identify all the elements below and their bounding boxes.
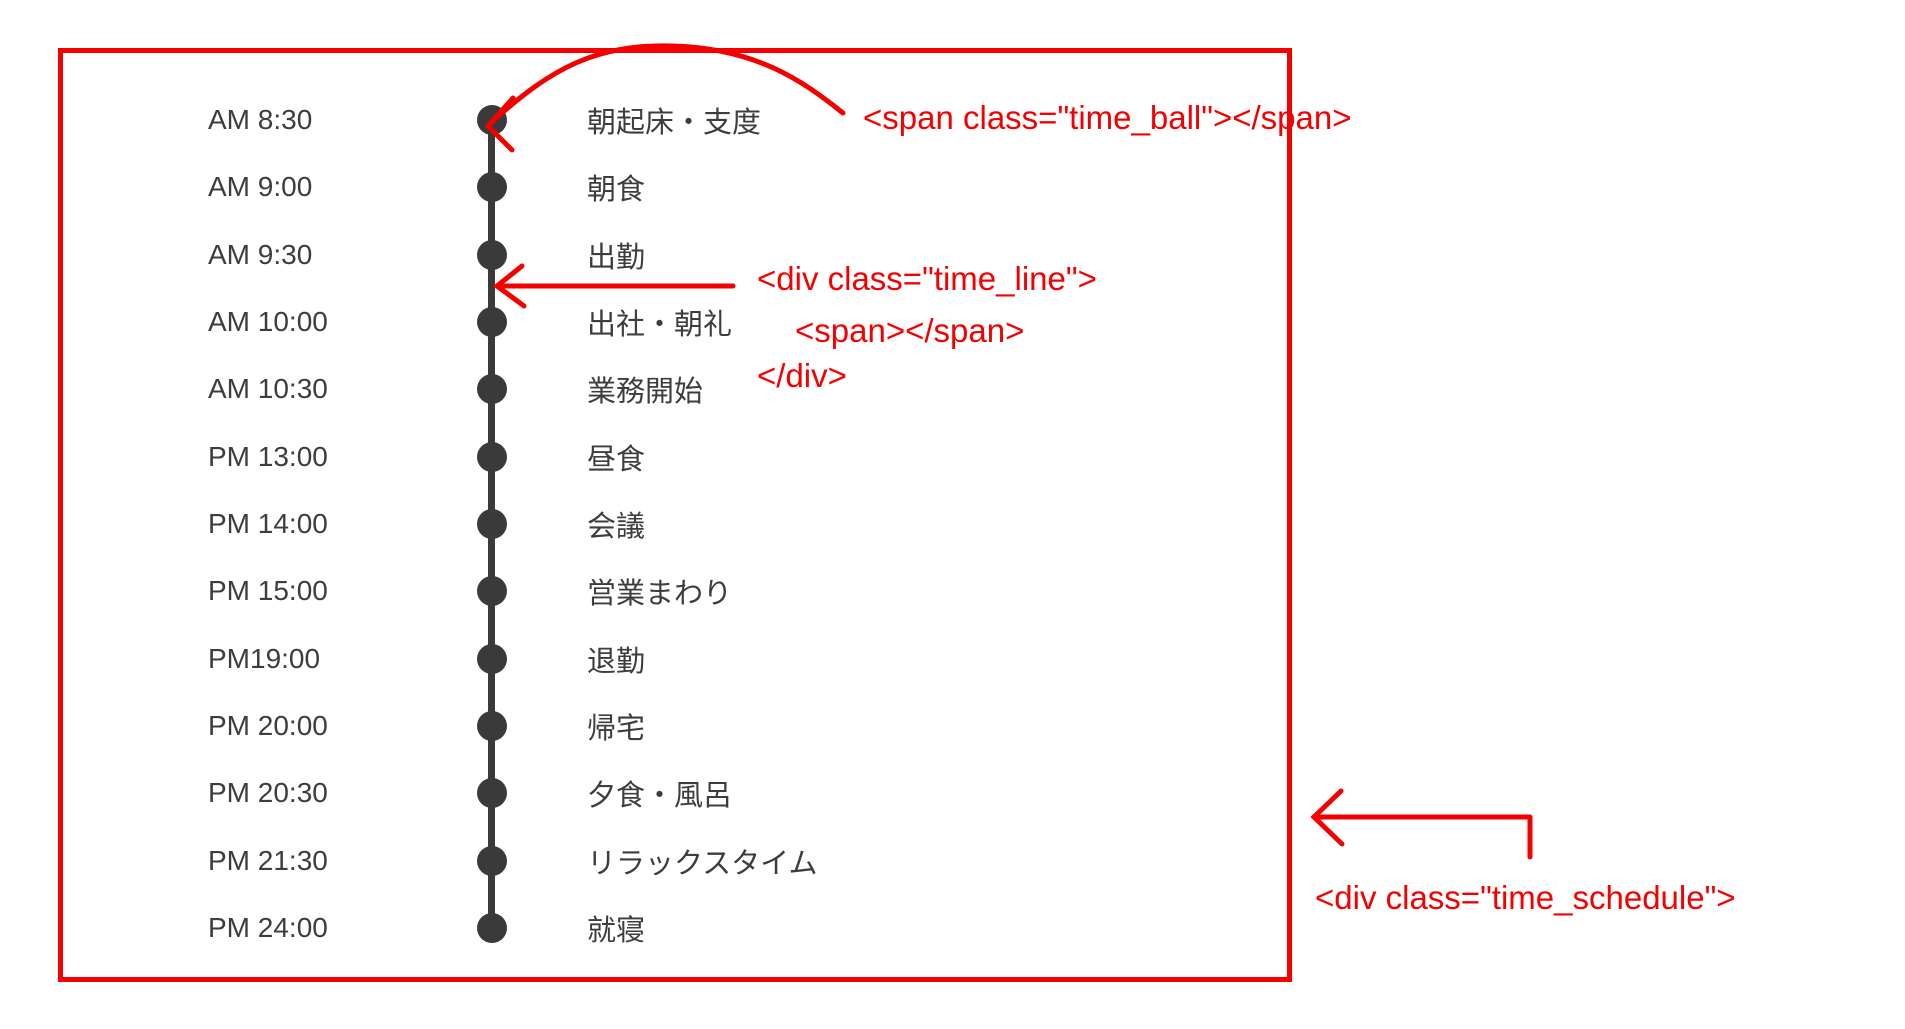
time-label: AM 9:30 <box>208 238 313 270</box>
elbow-arrow-to-schedule-box <box>1310 788 1533 860</box>
time-label: PM 20:00 <box>208 709 328 741</box>
activity-label: リラックスタイム <box>587 847 818 880</box>
activity-label: 昼食 <box>587 443 646 476</box>
activity-label: 朝起床・支度 <box>587 107 762 139</box>
activity-label: 就寝 <box>587 914 646 947</box>
activity-label: 帰宅 <box>587 712 646 745</box>
time-ball <box>477 508 507 539</box>
time-label: PM 14:00 <box>208 507 328 539</box>
time-ball <box>477 239 507 270</box>
activity-label: 出勤 <box>587 241 646 274</box>
time-ball <box>477 105 507 135</box>
time-ball <box>477 374 507 405</box>
time-label: PM 20:30 <box>208 777 328 809</box>
time-ball <box>477 306 507 337</box>
time-label: AM 10:00 <box>208 305 328 337</box>
time-ball <box>477 778 507 809</box>
time-label: PM 15:00 <box>208 575 328 607</box>
annotation-time-line-code-line3: </div> <box>757 357 847 394</box>
time-ball <box>477 912 507 943</box>
time-ball <box>477 710 507 741</box>
time-label: AM 8:30 <box>208 104 313 135</box>
time-ball <box>477 845 507 876</box>
annotation-time-schedule-code: <div class="time_schedule"> <box>1315 879 1736 916</box>
time-label: PM 21:30 <box>208 844 328 876</box>
annotation-time-line-code-line2: <span></span> <box>795 312 1025 349</box>
time-label: PM 13:00 <box>208 440 328 472</box>
time-ball <box>477 643 507 674</box>
activity-label: 会議 <box>587 510 646 543</box>
activity-label: 業務開始 <box>587 376 704 409</box>
activity-label: 出社・朝礼 <box>587 308 733 341</box>
annotation-time-line-code-line1: <div class="time_line"> <box>757 260 1097 297</box>
activity-label: 夕食・風呂 <box>587 780 733 813</box>
time-label: PM 24:00 <box>208 911 328 943</box>
activity-label: 営業まわり <box>587 578 733 611</box>
time-ball <box>477 172 507 203</box>
activity-label: 朝食 <box>587 174 646 207</box>
time-label: AM 10:30 <box>208 373 328 405</box>
time-ball <box>477 441 507 472</box>
time-ball <box>477 576 507 607</box>
annotation-time-ball-code: <span class="time_ball"></span> <box>863 99 1352 136</box>
time-label: PM19:00 <box>208 642 321 674</box>
time-label: AM 9:00 <box>208 171 313 203</box>
activity-label: 退勤 <box>587 645 646 678</box>
